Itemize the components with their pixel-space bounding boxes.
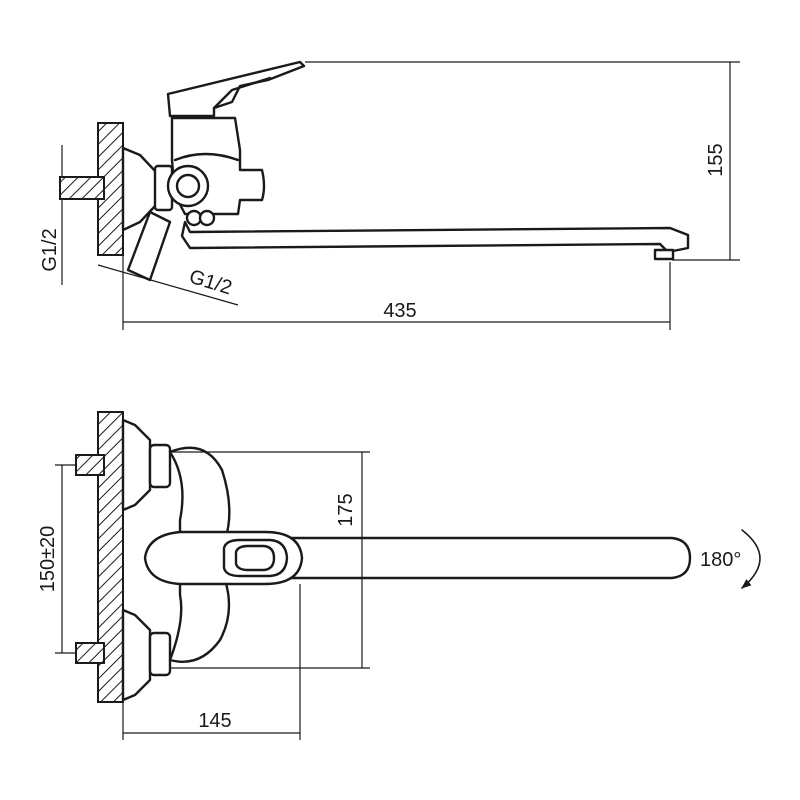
top-lower-flange	[121, 608, 152, 702]
dim-175-label: 175	[335, 493, 357, 526]
top-upper-nut	[148, 443, 172, 489]
side-aerator	[653, 248, 675, 261]
side-lever-crease	[212, 76, 272, 110]
dim-435-label: 435	[383, 300, 416, 322]
top-inlet-pipe-upper	[75, 454, 105, 476]
top-lower-nut	[148, 631, 172, 677]
side-valve-boss-inner	[175, 173, 201, 199]
dim-g12-inlet-label: G1/2	[39, 228, 61, 271]
top-upper-flange	[121, 418, 152, 512]
side-swivel-ring-2	[198, 209, 216, 227]
top-lever-slot	[234, 544, 276, 572]
top-spout	[238, 536, 692, 580]
dim-spacing-label: 150±20	[37, 526, 59, 593]
side-view: 155 435 G1/2 G1/2	[39, 60, 740, 330]
dim-145-label: 145	[198, 710, 231, 732]
rotation-arc-arrow-icon	[741, 529, 761, 589]
dim-155-label: 155	[705, 143, 727, 176]
top-inlet-pipe-lower	[75, 642, 105, 664]
dim-g12-outlet-leader	[97, 264, 239, 306]
side-spout	[180, 220, 690, 254]
side-inlet-pipe	[59, 176, 105, 200]
rotation-label: 180°	[700, 549, 741, 571]
top-view: 175 150±20 145 180°	[37, 411, 761, 740]
dim-g12-outlet-label: G1/2	[187, 266, 235, 300]
side-body-ring	[173, 152, 240, 162]
